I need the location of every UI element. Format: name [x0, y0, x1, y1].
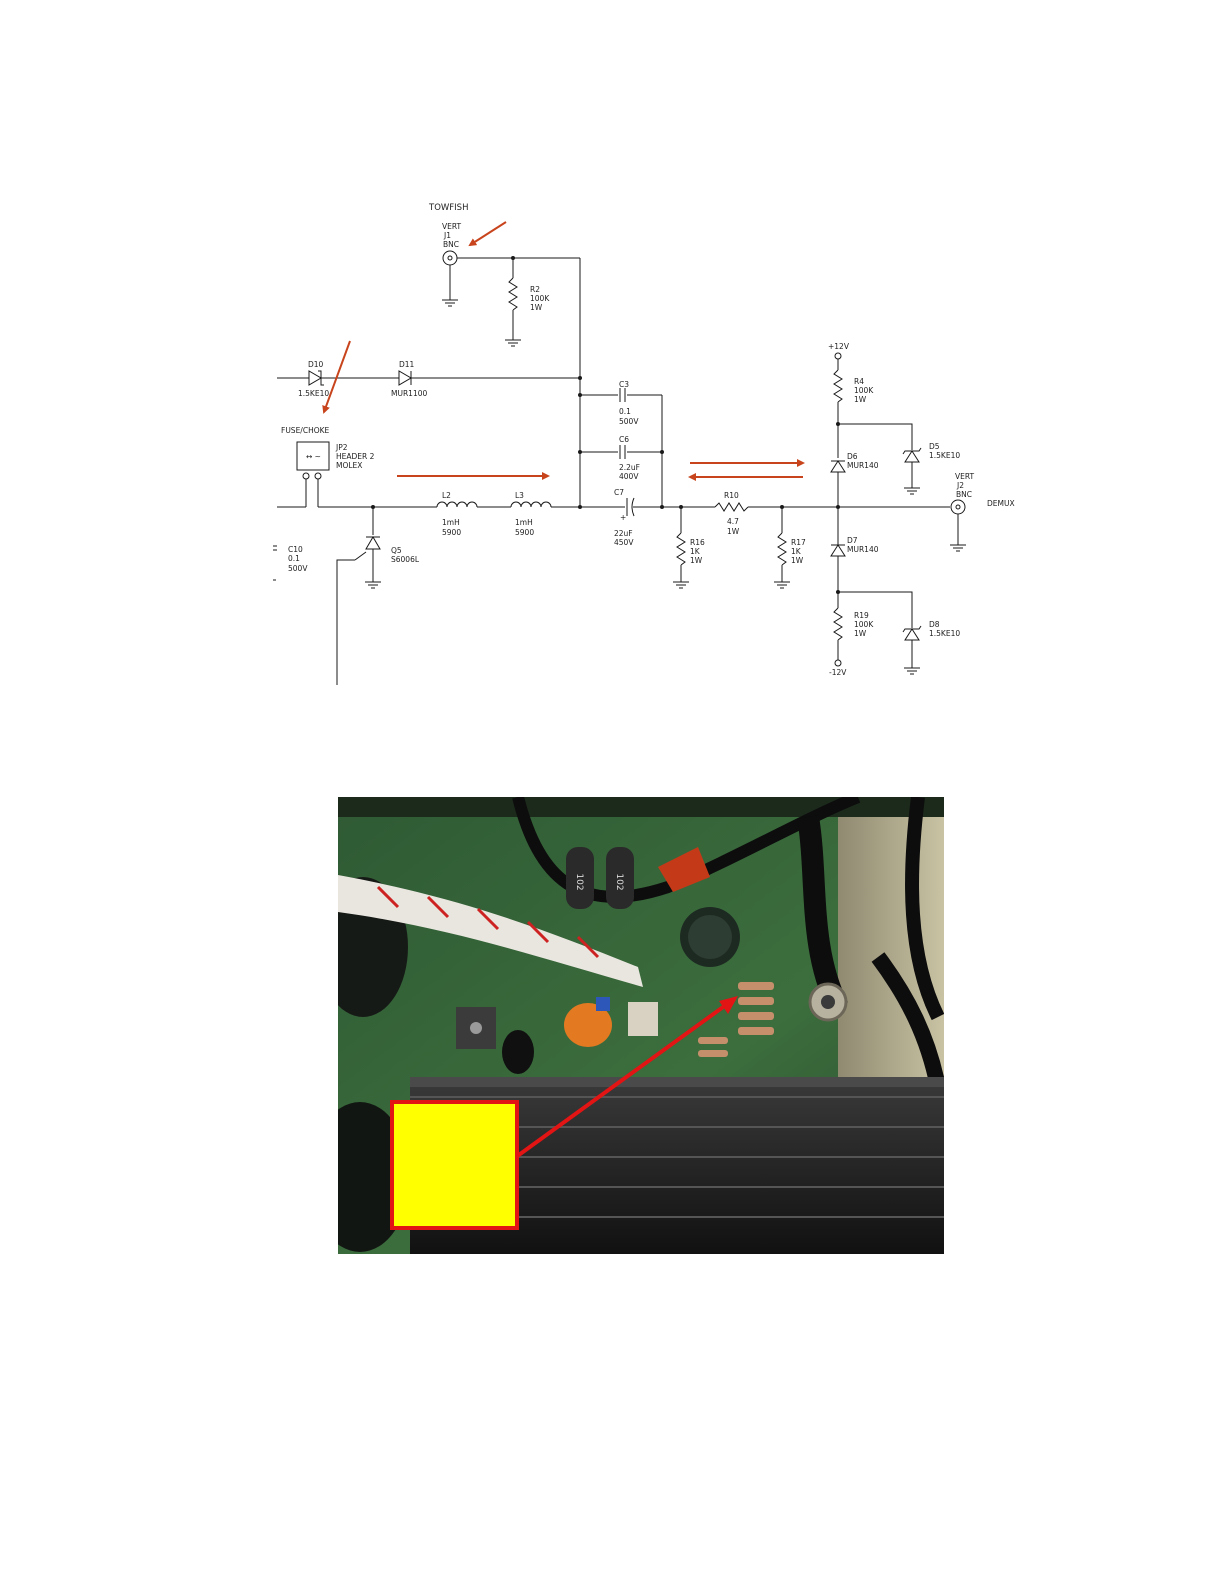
svg-text:D6: D6	[847, 452, 858, 461]
svg-text:S6006L: S6006L	[391, 555, 420, 564]
demux-label: DEMUX	[987, 499, 1015, 508]
d11-diode	[398, 370, 412, 386]
svg-text:1W: 1W	[791, 556, 804, 565]
l2-inductor	[436, 501, 478, 508]
svg-text:JP2: JP2	[335, 443, 348, 452]
svg-text:+: +	[620, 513, 626, 522]
callout-box	[390, 1100, 519, 1230]
svg-text:1K: 1K	[791, 547, 802, 556]
svg-text:22uF: 22uF	[614, 529, 633, 538]
svg-text:500V: 500V	[619, 417, 639, 426]
r2-resistor	[508, 277, 518, 311]
svg-text:1W: 1W	[727, 527, 740, 536]
svg-text:MUR140: MUR140	[847, 545, 879, 554]
svg-text:J2: J2	[956, 481, 964, 490]
circuit-schematic: TOWFISH VERT J1 BNC R2 100K 1W D10 1.5KE…	[273, 203, 1015, 685]
orange-capacitor	[564, 1003, 612, 1047]
fuse-choke-label: FUSE/CHOKE	[281, 426, 330, 435]
d10-zener-diode	[308, 370, 324, 386]
svg-text:↔ ~: ↔ ~	[306, 452, 321, 461]
svg-text:1W: 1W	[530, 303, 543, 312]
l3-inductor	[510, 501, 552, 508]
r4-resistor	[833, 369, 843, 403]
svg-text:450V: 450V	[614, 538, 634, 547]
svg-text:R17: R17	[791, 538, 806, 547]
white-wire-bundle	[338, 875, 643, 987]
svg-text:0.1: 0.1	[288, 554, 300, 563]
d7-diode	[830, 544, 846, 557]
svg-text:1mH: 1mH	[515, 518, 533, 527]
svg-text:4.7: 4.7	[727, 517, 739, 526]
d5-zener-diode	[902, 447, 922, 463]
svg-text:D8: D8	[929, 620, 940, 629]
svg-text:0.1: 0.1	[619, 407, 631, 416]
svg-text:D10: D10	[308, 360, 324, 369]
svg-text:R2: R2	[530, 285, 540, 294]
d8-zener-diode	[902, 625, 922, 641]
svg-text:102: 102	[574, 873, 584, 890]
red-fuse-component	[658, 847, 710, 892]
r16-resistor	[676, 532, 686, 566]
svg-text:1W: 1W	[854, 395, 867, 404]
svg-text:5900: 5900	[442, 528, 461, 537]
svg-text:R10: R10	[724, 491, 739, 500]
svg-text:1.5KE10: 1.5KE10	[929, 451, 960, 460]
ground-symbol	[442, 299, 458, 307]
svg-text:C3: C3	[619, 380, 629, 389]
svg-text:MOLEX: MOLEX	[336, 461, 362, 470]
svg-text:L3: L3	[515, 491, 524, 500]
svg-text:500V: 500V	[288, 564, 308, 573]
svg-text:L2: L2	[442, 491, 451, 500]
svg-text:R4: R4	[854, 377, 864, 386]
d6-diode	[830, 460, 846, 473]
svg-text:D5: D5	[929, 442, 940, 451]
svg-text:D11: D11	[399, 360, 415, 369]
svg-text:-12V: -12V	[829, 668, 847, 677]
j1-bnc-connector	[442, 250, 458, 266]
svg-text:MUR1100: MUR1100	[391, 389, 427, 398]
svg-text:VERT: VERT	[955, 472, 975, 481]
svg-text:1.5KE10: 1.5KE10	[298, 389, 329, 398]
svg-text:MUR140: MUR140	[847, 461, 879, 470]
svg-text:BNC: BNC	[443, 240, 459, 249]
callout-arrow	[514, 1000, 732, 1159]
r10-resistor	[714, 502, 749, 512]
q5-thyristor	[354, 536, 381, 561]
svg-text:100K: 100K	[530, 294, 550, 303]
annotation-arrow-j1	[468, 221, 507, 247]
svg-text:D7: D7	[847, 536, 858, 545]
svg-text:1W: 1W	[690, 556, 703, 565]
svg-text:2.2uF: 2.2uF	[619, 463, 640, 472]
towfish-label: TOWFISH	[428, 203, 468, 213]
svg-text:+12V: +12V	[828, 342, 850, 351]
jp2-header	[296, 441, 330, 471]
svg-text:1.5KE10: 1.5KE10	[929, 629, 960, 638]
svg-text:J1: J1	[443, 231, 451, 240]
svg-text:1mH: 1mH	[442, 518, 460, 527]
r17-resistor	[777, 532, 787, 566]
svg-text:100K: 100K	[854, 386, 874, 395]
svg-text:1W: 1W	[854, 629, 867, 638]
svg-text:400V: 400V	[619, 472, 639, 481]
svg-text:C6: C6	[619, 435, 629, 444]
svg-text:Q5: Q5	[391, 546, 402, 555]
svg-text:C7: C7	[614, 488, 624, 497]
svg-text:102: 102	[614, 873, 624, 890]
svg-text:5900: 5900	[515, 528, 534, 537]
svg-text:R16: R16	[690, 538, 705, 547]
annotation-arrow-fuse	[322, 340, 351, 414]
svg-text:BNC: BNC	[956, 490, 972, 499]
svg-text:R19: R19	[854, 611, 869, 620]
svg-text:HEADER 2: HEADER 2	[336, 452, 375, 461]
svg-text:C10: C10	[288, 545, 303, 554]
r19-resistor	[833, 607, 843, 641]
inductor-l3	[606, 847, 634, 909]
svg-text:VERT: VERT	[442, 222, 462, 231]
svg-text:100K: 100K	[854, 620, 874, 629]
svg-text:1K: 1K	[690, 547, 701, 556]
inductor-l2	[566, 847, 594, 909]
j2-bnc-connector	[950, 499, 966, 515]
